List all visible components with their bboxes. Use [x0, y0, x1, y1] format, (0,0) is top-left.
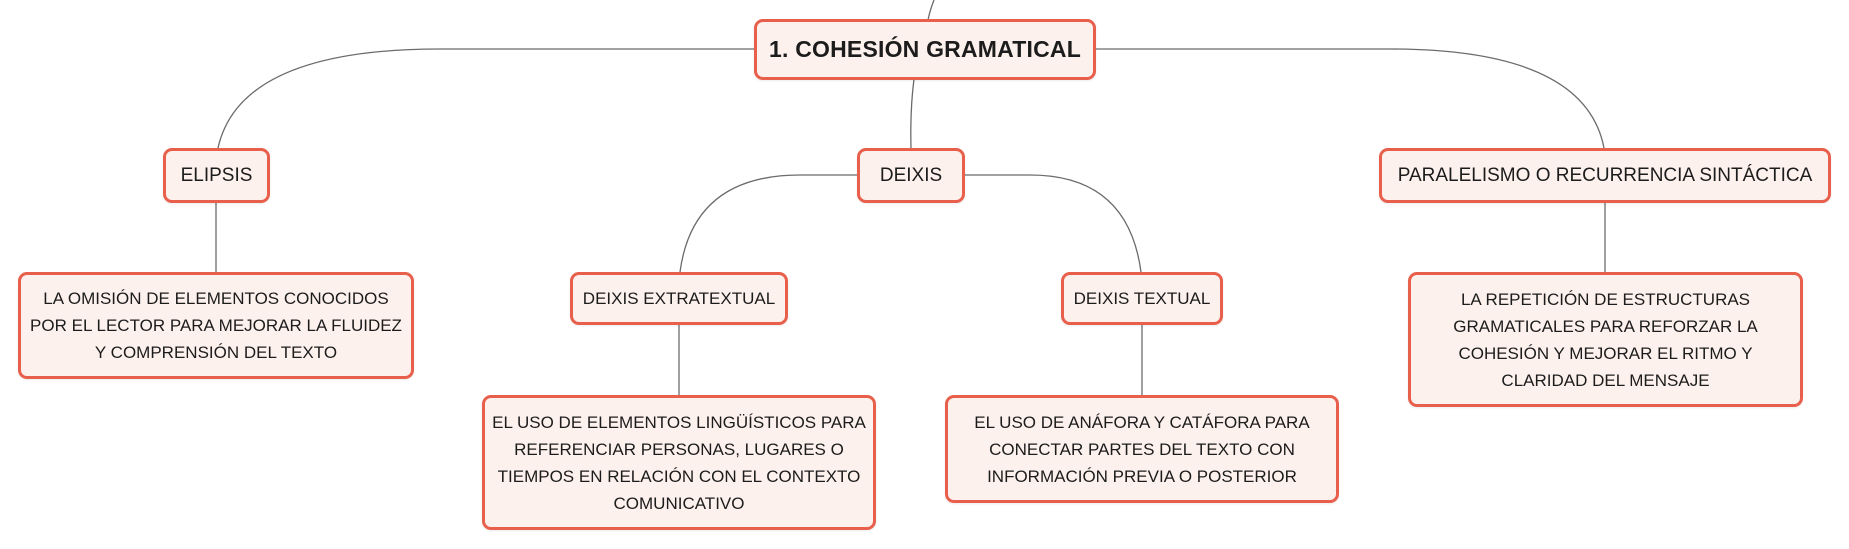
subtopic-node-deixis-extratextual[interactable]: DEIXIS EXTRATEXTUAL	[570, 272, 788, 325]
description-node-deixis-textual[interactable]: EL USO DE ANÁFORA Y CATÁFORA PARA CONECT…	[945, 395, 1339, 503]
topic-node-elipsis-label: ELIPSIS	[180, 164, 253, 186]
description-node-paralelismo-text: LA REPETICIÓN DE ESTRUCTURAS GRAMATICALE…	[1453, 289, 1758, 390]
connector-root-to-paralelismo	[1095, 48, 1605, 149]
root-node[interactable]: 1. COHESIÓN GRAMATICAL	[754, 19, 1096, 80]
subtopic-node-deixis-textual-label: DEIXIS TEXTUAL	[1073, 288, 1211, 308]
description-node-deixis-extratextual-text: EL USO DE ELEMENTOS LINGÜÍSTICOS PARA RE…	[492, 412, 866, 513]
description-node-paralelismo[interactable]: LA REPETICIÓN DE ESTRUCTURAS GRAMATICALE…	[1408, 272, 1803, 407]
description-node-elipsis-text: LA OMISIÓN DE ELEMENTOS CONOCIDOS POR EL…	[30, 289, 402, 362]
subtopic-node-deixis-extratextual-label: DEIXIS EXTRATEXTUAL	[582, 288, 776, 308]
topic-node-deixis-label: DEIXIS	[879, 164, 943, 186]
topic-node-deixis[interactable]: DEIXIS	[857, 148, 965, 203]
topic-node-paralelismo-label: PARALELISMO O RECURRENCIA SINTÁCTICA	[1397, 164, 1813, 186]
root-node-label: 1. COHESIÓN GRAMATICAL	[769, 36, 1081, 62]
topic-node-elipsis[interactable]: ELIPSIS	[163, 148, 270, 203]
connector-deixis-to-textual	[964, 174, 1142, 273]
description-node-deixis-extratextual[interactable]: EL USO DE ELEMENTOS LINGÜÍSTICOS PARA RE…	[482, 395, 876, 530]
description-node-elipsis[interactable]: LA OMISIÓN DE ELEMENTOS CONOCIDOS POR EL…	[18, 272, 414, 379]
connector-root-to-elipsis	[217, 48, 756, 149]
subtopic-node-deixis-textual[interactable]: DEIXIS TEXTUAL	[1061, 272, 1223, 325]
topic-node-paralelismo[interactable]: PARALELISMO O RECURRENCIA SINTÁCTICA	[1379, 148, 1831, 203]
connector-root-to-deixis	[910, 78, 915, 149]
connector-deixis-to-extratextual	[679, 174, 858, 273]
connector-parent-to-root	[927, 0, 935, 21]
description-node-deixis-textual-text: EL USO DE ANÁFORA Y CATÁFORA PARA CONECT…	[974, 412, 1310, 486]
